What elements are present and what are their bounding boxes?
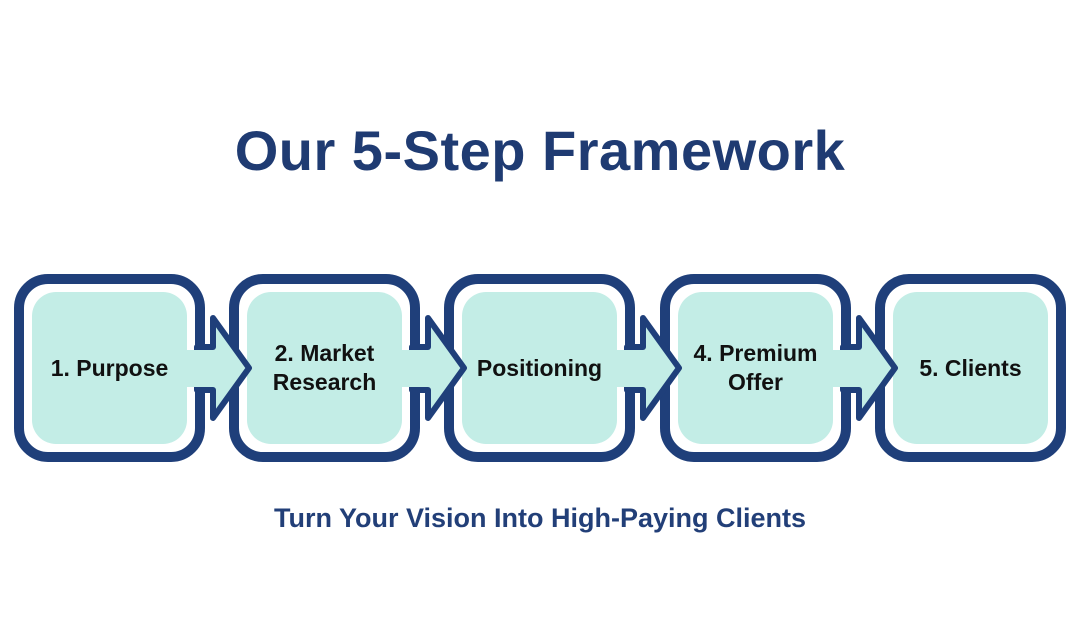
arrow-icon-3 bbox=[624, 315, 682, 421]
arrow-icon-1 bbox=[194, 315, 252, 421]
arrow-icon-2 bbox=[409, 315, 467, 421]
step-2-label: 2. Market Research bbox=[272, 340, 377, 395]
step-1-box: 1. Purpose bbox=[14, 274, 205, 462]
subtitle: Turn Your Vision Into High-Paying Client… bbox=[273, 503, 807, 533]
arrow-joint bbox=[615, 350, 645, 387]
arrow-joint bbox=[831, 350, 861, 387]
step-5-box: 5. Clients bbox=[875, 274, 1066, 462]
step-5-label: 5. Clients bbox=[919, 354, 1022, 381]
arrow-icon-4 bbox=[840, 315, 898, 421]
step-4-label: 4. Premium Offer bbox=[693, 340, 818, 395]
arrow-joint bbox=[185, 350, 215, 387]
page-title: Our 5-Step Framework bbox=[234, 119, 846, 182]
step-2-box: 2. Market Research bbox=[229, 274, 420, 462]
arrow-joint bbox=[400, 350, 430, 387]
step-1-label: 1. Purpose bbox=[50, 354, 169, 381]
step-3-label: Positioning bbox=[476, 354, 603, 381]
step-4-box: 4. Premium Offer bbox=[660, 274, 851, 462]
